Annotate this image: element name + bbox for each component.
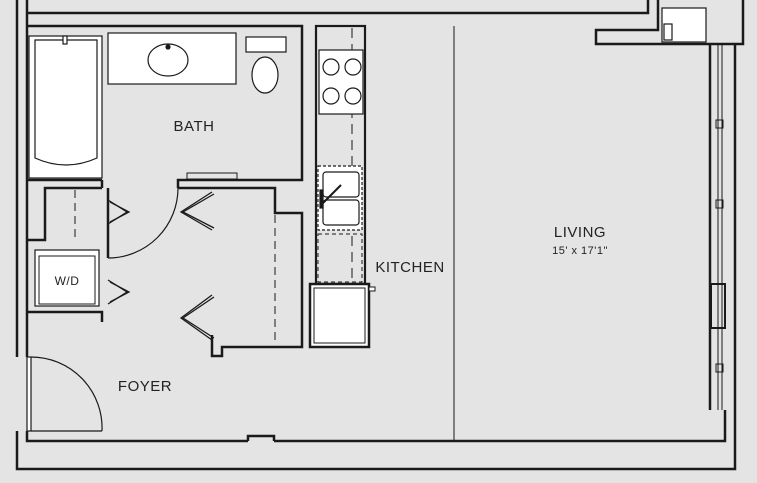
bifold-doors (107, 191, 215, 341)
toilet (245, 36, 287, 94)
kitchen-label: KITCHEN (375, 259, 444, 276)
bathtub (28, 35, 103, 179)
bath-label: BATH (174, 118, 215, 135)
living-dimensions: 15' x 17'1" (552, 245, 608, 257)
bath-door (107, 187, 179, 259)
window (710, 44, 726, 410)
refrigerator (308, 282, 376, 349)
dishwasher (317, 233, 363, 283)
bathroom-walls (27, 24, 304, 188)
closet-shelf-lines (74, 190, 276, 345)
washer-dryer-label: W/D (55, 274, 80, 288)
washer-dryer (34, 249, 100, 307)
bath-threshold (186, 172, 238, 180)
kitchen-sink (317, 165, 363, 231)
hvac-unit (661, 7, 707, 43)
exterior-walls (15, 0, 745, 471)
cooktop (318, 49, 364, 115)
vanity-sink (107, 32, 237, 85)
living-label: LIVING (554, 224, 606, 241)
entry-door (26, 356, 103, 432)
foyer-label: FOYER (118, 378, 172, 395)
